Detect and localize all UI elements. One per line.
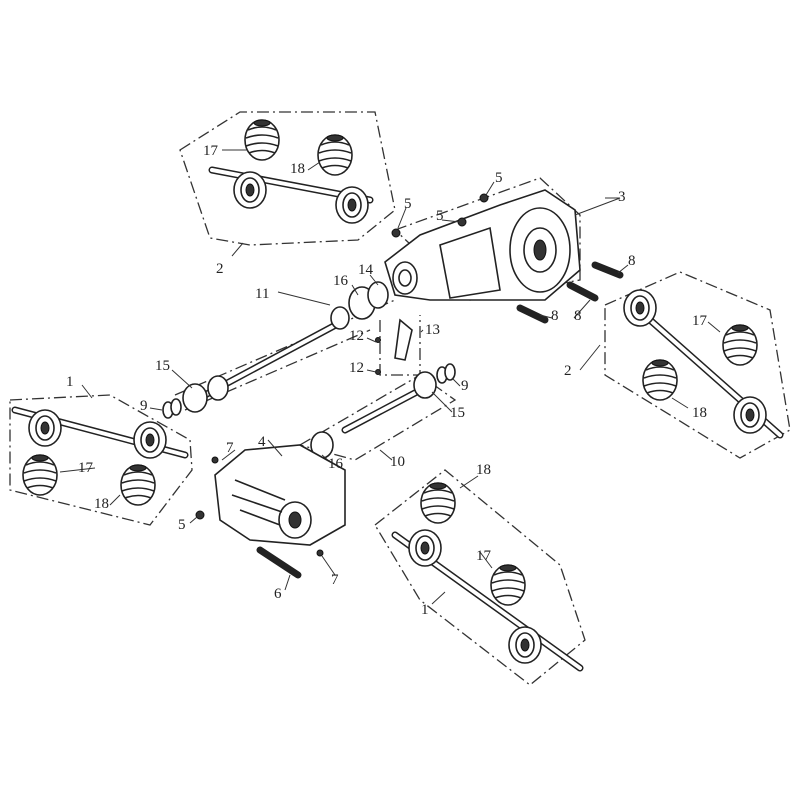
callout-17: 17: [78, 460, 94, 476]
callout-1: 1: [421, 602, 429, 618]
callout-17: 17: [203, 143, 219, 159]
callout-15: 15: [450, 405, 465, 421]
callout-18: 18: [94, 496, 109, 512]
cv-joint-inner: [408, 529, 442, 567]
callout-17: 17: [692, 313, 708, 329]
shift-fork-13: [394, 318, 413, 361]
callout-9: 9: [461, 378, 469, 394]
callout-8: 8: [628, 253, 636, 269]
callout-9: 9: [140, 398, 148, 414]
axle-assembly-bottom-right[interactable]: [374, 469, 586, 686]
o-ring-14: [367, 281, 389, 309]
callout-7: 7: [331, 572, 339, 588]
boot-17: [722, 324, 758, 366]
callout-3: 3: [618, 189, 626, 205]
callout-1: 1: [66, 374, 74, 390]
cv-joint-inner: [28, 409, 62, 447]
callout-2: 2: [216, 261, 224, 277]
callout-17: 17: [476, 548, 492, 564]
callout-5: 5: [178, 517, 186, 533]
callout-14: 14: [358, 262, 374, 278]
callout-15: 15: [155, 358, 170, 374]
callout-7: 7: [226, 440, 234, 456]
callout-2: 2: [564, 363, 572, 379]
boot-17: [490, 564, 526, 606]
cv-joint-outer: [133, 421, 167, 459]
rear-differential-housing[interactable]: [189, 439, 346, 591]
cv-joint-outer: [733, 396, 767, 434]
cv-joint-outer: [508, 626, 542, 664]
callout-10: 10: [390, 454, 405, 470]
callout-18: 18: [476, 462, 491, 478]
bearing-15: [182, 383, 208, 413]
callout-labels: 17 18 2 5 5 5 3 8 8 8 16 14 11 12 12 13 …: [66, 143, 708, 618]
callout-5: 5: [495, 170, 503, 186]
boot-18: [420, 482, 456, 524]
axle-assembly-top-left[interactable]: [179, 111, 396, 257]
boot-18: [120, 464, 156, 506]
callout-12: 12: [349, 360, 364, 376]
callout-18: 18: [692, 405, 707, 421]
callout-6: 6: [274, 586, 282, 602]
boot-18: [642, 359, 678, 401]
boot-17: [22, 454, 58, 496]
boot-18: [317, 134, 353, 176]
callout-13: 13: [425, 322, 440, 338]
callout-8: 8: [551, 308, 559, 324]
cv-joint-outer: [335, 186, 369, 224]
callout-11: 11: [255, 286, 269, 302]
callout-16: 16: [333, 273, 349, 289]
propeller-shaft-rear[interactable]: [298, 363, 461, 463]
callout-16: 16: [328, 456, 344, 472]
cv-joint-inner: [233, 171, 267, 209]
cv-joint-inner: [623, 289, 657, 327]
propeller-shaft-front[interactable]: [171, 274, 424, 413]
boot-17: [244, 119, 280, 161]
callout-8: 8: [574, 308, 582, 324]
axle-assembly-right[interactable]: [579, 271, 791, 459]
callout-5: 5: [436, 208, 444, 224]
callout-18: 18: [290, 161, 305, 177]
callout-12: 12: [349, 328, 364, 344]
axle-assembly-left[interactable]: [9, 384, 193, 526]
front-gearbox-housing[interactable]: [384, 177, 629, 324]
callout-4: 4: [258, 434, 266, 450]
callout-5: 5: [404, 196, 412, 212]
